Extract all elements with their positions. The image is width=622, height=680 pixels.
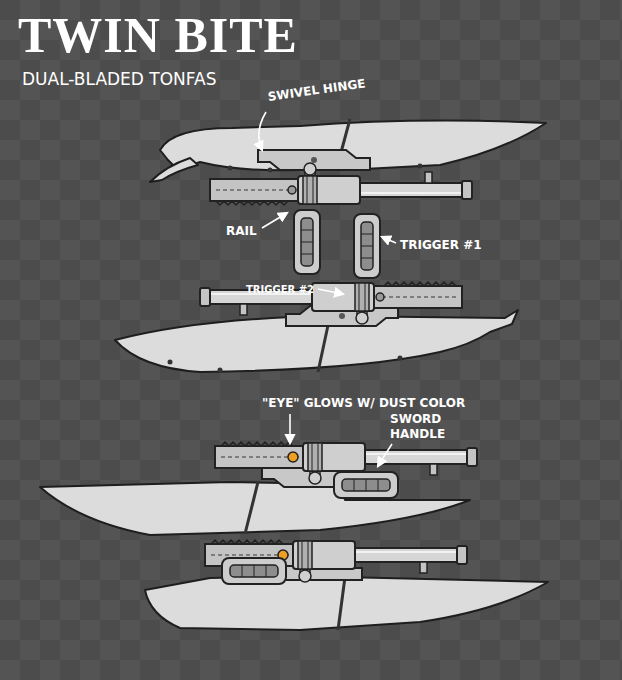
grip	[354, 214, 380, 278]
blade-notch	[268, 168, 273, 173]
part-label: RAIL	[226, 224, 257, 239]
part-label: SWORD HANDLE	[390, 412, 454, 442]
part-label: TRIGGER #1	[400, 238, 482, 253]
blade-split-line	[338, 577, 345, 630]
grip	[294, 210, 320, 274]
blade	[145, 576, 548, 630]
leader-line	[289, 414, 291, 443]
grip	[222, 558, 286, 584]
blade	[150, 158, 198, 182]
rail-mechanism	[200, 282, 462, 324]
blade-notch	[398, 356, 403, 361]
leader-line	[259, 112, 266, 150]
rail-mechanism	[210, 163, 472, 205]
blade	[160, 121, 546, 171]
title: TWIN BITE	[18, 10, 298, 60]
part-label: TRIGGER #2	[246, 282, 314, 297]
blade-split-line	[245, 482, 258, 534]
subtitle: DUAL-BLADED TONFAS	[22, 70, 216, 89]
rail-mechanism	[200, 163, 477, 582]
leader-line	[318, 289, 343, 294]
blade-notch	[218, 368, 223, 373]
part-label: "EYE" GLOWS W/ DUST COLOR	[262, 396, 465, 411]
blade-notch	[418, 164, 423, 169]
dust-eye	[278, 186, 384, 560]
blade	[40, 121, 548, 630]
grip	[334, 472, 398, 498]
leader-line	[262, 213, 287, 228]
hinge-plate	[250, 150, 398, 580]
blade	[40, 482, 470, 535]
dust-eye	[288, 186, 296, 194]
blade-notch	[228, 166, 233, 171]
leader-line	[378, 444, 392, 466]
blade-notch	[168, 360, 173, 365]
dust-eye	[288, 452, 298, 462]
leader-line	[382, 237, 396, 243]
dust-eye	[376, 293, 384, 301]
